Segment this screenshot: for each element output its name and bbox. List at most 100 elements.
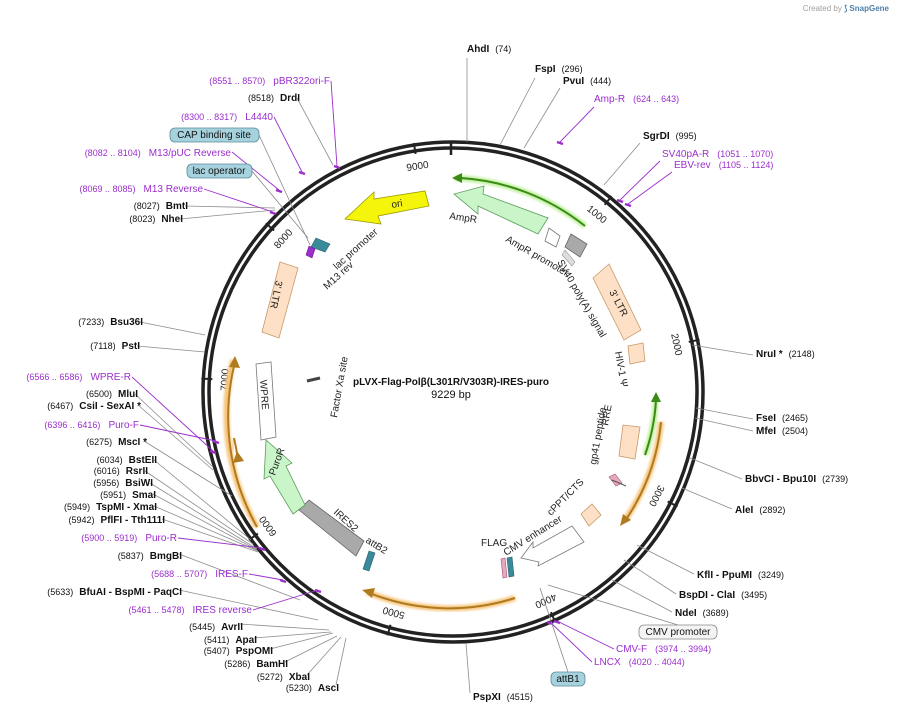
primer-mark xyxy=(556,140,564,146)
ltr3-right-box[interactable] xyxy=(592,263,642,341)
boxed-label-text[interactable]: attB1 xyxy=(556,674,580,685)
primer-label[interactable]: (8300 .. 8317)L4440 xyxy=(181,112,273,123)
cppt-box[interactable] xyxy=(580,503,602,527)
restriction-site-label[interactable]: (8023)NheI xyxy=(129,214,183,225)
primer-label[interactable]: (5900 .. 5919)Puro-R xyxy=(81,533,177,544)
primer-label[interactable]: (5461 .. 5478)IRES reverse xyxy=(128,605,252,616)
hiv-psi-box[interactable] xyxy=(627,342,646,365)
attb1-inner-box[interactable] xyxy=(506,556,515,578)
primer-label[interactable]: (6566 .. 6586)WPRE-R xyxy=(26,372,131,383)
restriction-site-label[interactable]: NruI *(2148) xyxy=(756,349,815,360)
site-leader xyxy=(137,404,214,471)
primer-mark xyxy=(314,588,322,594)
puror-arrow[interactable] xyxy=(263,439,306,515)
restriction-site-label[interactable]: BspDI - ClaI(3495) xyxy=(679,590,767,601)
primer-label[interactable]: EBV-rev(1105 .. 1124) xyxy=(674,160,773,171)
restriction-site-label[interactable]: (6016)RsrII xyxy=(94,466,148,477)
site-position: (6467) xyxy=(47,401,73,411)
restriction-site-label[interactable]: (5411)ApaI xyxy=(204,635,257,646)
restriction-site-label[interactable]: (5230)AscI xyxy=(286,683,339,694)
site-leader xyxy=(144,470,254,545)
primer-label[interactable]: LNCX(4020 .. 4044) xyxy=(594,657,685,668)
restriction-site-label[interactable]: KflI - PpuMI(3249) xyxy=(697,570,784,581)
site-leader xyxy=(253,631,332,639)
gp41-box[interactable] xyxy=(608,473,623,487)
ampr-promoter-arrow[interactable] xyxy=(544,227,561,248)
gray-feature-box[interactable] xyxy=(564,233,588,258)
site-position: (5956) xyxy=(93,478,119,488)
restriction-site-label[interactable]: (7118)PstI xyxy=(90,341,140,352)
restriction-site-label[interactable]: (5286)BamHI xyxy=(224,659,288,670)
primer-label[interactable]: (6396 .. 6416)Puro-F xyxy=(44,420,139,431)
primer-name: CMV-F xyxy=(616,644,647,655)
restriction-site-label[interactable]: AhdI(74) xyxy=(467,44,511,55)
primer-label[interactable]: (8551 .. 8570)pBR322ori-F xyxy=(209,76,330,87)
restriction-site-label[interactable]: BbvCI - Bpu10I(2739) xyxy=(745,474,848,485)
primer-mark xyxy=(209,449,217,455)
restriction-site-label[interactable]: (6467)CsiI - SexAI * xyxy=(47,401,141,412)
site-position: (5407) xyxy=(204,646,230,656)
site-leader xyxy=(134,393,214,468)
m13-rev-box[interactable] xyxy=(305,245,316,259)
primer-name: Amp-R xyxy=(594,94,625,105)
restriction-site-label[interactable]: (8518)DrdI xyxy=(248,93,300,104)
restriction-site-label[interactable]: (5633)BfuAI - BspMI - PaqCI xyxy=(47,587,182,598)
primer-range: (8300 .. 8317) xyxy=(181,112,237,122)
ori-arrow[interactable] xyxy=(344,190,430,225)
restriction-site-label[interactable]: (5445)AvrII xyxy=(189,622,243,633)
restriction-site-label[interactable]: (8027)BmtI xyxy=(134,201,188,212)
primer-label[interactable]: SV40pA-R(1051 .. 1070) xyxy=(662,149,773,160)
restriction-site-label[interactable]: AleI(2892) xyxy=(735,505,785,516)
primer-label[interactable]: (5688 .. 5707)IRES-F xyxy=(151,569,248,580)
primer-range: (6396 .. 6416) xyxy=(44,420,100,430)
restriction-site-label[interactable]: MfeI(2504) xyxy=(756,426,808,437)
restriction-site-label[interactable]: FseI(2465) xyxy=(756,413,808,424)
flag-box[interactable] xyxy=(500,557,508,579)
attb2-box[interactable] xyxy=(362,550,376,572)
site-leader xyxy=(178,553,301,601)
site-name: Bsu36I xyxy=(110,317,143,328)
restriction-site-labels: AhdI(74) FspI(296)PvuI(444) SgrDI(995) NruI… xyxy=(47,44,848,703)
primer-label[interactable]: (8069 .. 8085)M13 Reverse xyxy=(79,184,203,195)
lac-promoter-box[interactable] xyxy=(310,237,331,253)
restriction-site-label[interactable]: (6275)MscI * xyxy=(86,437,147,448)
restriction-site-label[interactable]: (6500)MluI xyxy=(86,389,138,400)
restriction-site-label[interactable]: FspI(296) xyxy=(535,64,583,75)
cmv-enhancer-arrow[interactable] xyxy=(520,525,585,567)
restriction-site-label[interactable]: (5942)PflFI - Tth111I xyxy=(69,515,166,526)
primer-label[interactable]: Amp-R (624 .. 643) xyxy=(594,94,679,105)
restriction-site-label[interactable]: SgrDI(995) xyxy=(643,131,697,142)
site-name: AvrII xyxy=(221,622,243,633)
site-position: (5411) xyxy=(204,635,229,645)
ltr3-left-box[interactable] xyxy=(261,261,299,339)
restriction-site-label[interactable]: (5951)SmaI xyxy=(100,490,156,501)
site-leader xyxy=(691,344,754,356)
primer-label[interactable]: (8082 .. 8104)M13/pUC Reverse xyxy=(85,148,232,159)
ring-tick xyxy=(248,532,259,541)
boxed-label-text[interactable]: CAP binding site xyxy=(177,130,251,141)
restriction-site-label[interactable]: (5272)XbaI xyxy=(257,672,310,683)
ires2-box[interactable] xyxy=(298,499,365,557)
boxed-label-text[interactable]: CMV promoter xyxy=(645,627,711,638)
site-position: (2504) xyxy=(782,426,808,436)
primer-label[interactable]: CMV-F(3974 .. 3994) xyxy=(616,644,711,655)
restriction-site-label[interactable]: PvuI(444) xyxy=(563,76,611,87)
primer-range: (624 .. 643) xyxy=(633,94,679,104)
restriction-site-label[interactable]: (7233)Bsu36I xyxy=(78,317,143,328)
restriction-site-label[interactable]: (5949)TspMI - XmaI xyxy=(64,502,157,513)
restriction-site-label[interactable]: (5837)BmgBI xyxy=(118,551,182,562)
restriction-site-label[interactable]: NdeI(3689) xyxy=(675,608,729,619)
restriction-site-label[interactable]: PspXI(4515) xyxy=(473,692,533,703)
boxed-label-text[interactable]: lac operator xyxy=(193,166,246,177)
site-position: (6016) xyxy=(94,466,120,476)
wpre-box[interactable] xyxy=(255,361,277,441)
rre-box[interactable] xyxy=(618,424,641,460)
restriction-site-label[interactable]: (6034)BstEII xyxy=(97,455,158,466)
site-name: SgrDI xyxy=(643,131,670,142)
factor-xa-bar[interactable] xyxy=(306,376,321,383)
ampr-arrow[interactable] xyxy=(453,185,549,235)
restriction-site-label[interactable]: (5956)BsiWI xyxy=(93,478,153,489)
restriction-site-label[interactable]: (5407)PspOMI xyxy=(204,646,273,657)
site-position: (5951) xyxy=(100,490,126,500)
primer-leader xyxy=(177,537,263,549)
